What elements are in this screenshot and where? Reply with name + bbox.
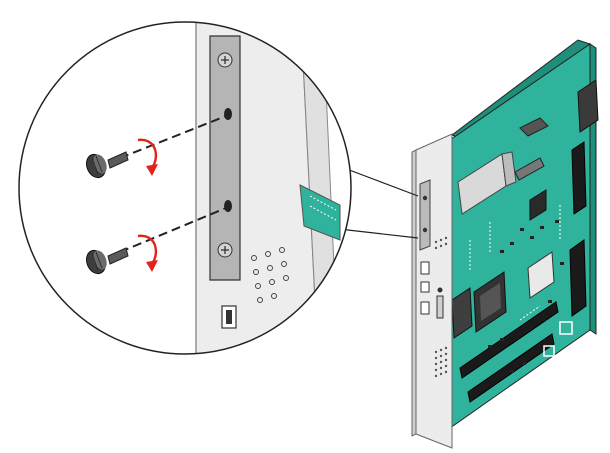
thumbscrew-icon	[86, 151, 129, 179]
guide-line-top	[119, 115, 227, 159]
zoom-circle	[18, 21, 352, 355]
controller-board	[411, 39, 599, 449]
plus-screw-icon	[217, 52, 233, 68]
rotate-counterclockwise-arrow	[137, 234, 158, 272]
plus-screw-icon	[217, 242, 233, 258]
zoomed-board-edge	[299, 184, 341, 241]
guide-line-bottom	[119, 207, 227, 253]
fan	[451, 287, 473, 339]
zoomed-screw-plate	[209, 35, 241, 281]
rotate-counterclockwise-arrow	[137, 138, 158, 176]
zoomed-vent-holes	[251, 247, 289, 303]
memory-slot-1	[571, 141, 587, 215]
vent-holes	[434, 236, 448, 378]
thumbscrew-icon	[86, 247, 129, 275]
pci-slot	[459, 301, 559, 379]
chip	[527, 251, 555, 299]
top-connector	[577, 79, 599, 133]
bracket-screw-plate	[419, 179, 431, 251]
dimm-slot	[467, 333, 555, 403]
screw-hole-bottom	[224, 200, 232, 212]
chip-2	[529, 189, 547, 221]
memory-slot-2	[569, 239, 587, 317]
screw-hole-top	[224, 108, 232, 120]
